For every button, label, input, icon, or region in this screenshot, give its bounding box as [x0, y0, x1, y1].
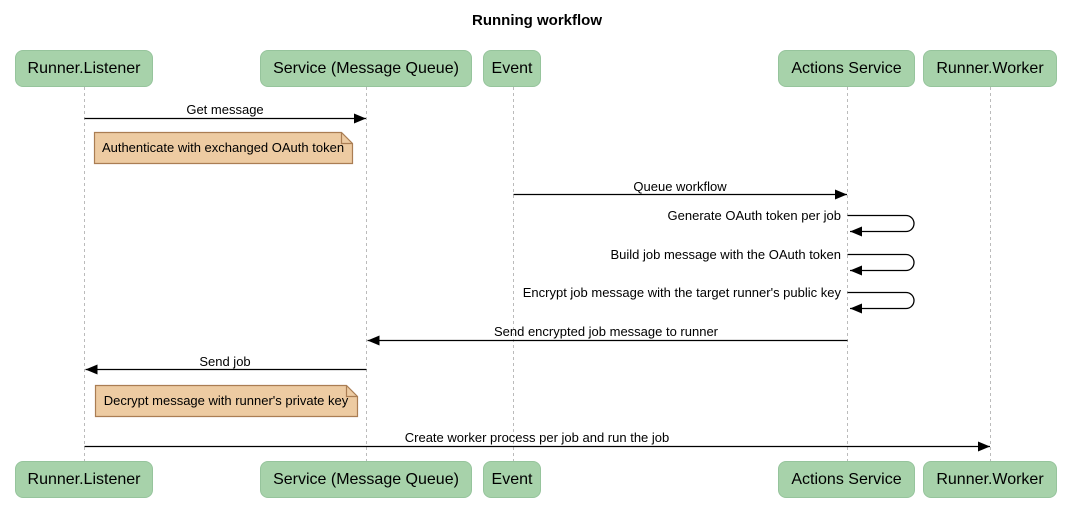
actor-runner-listener-top: Runner.Listener	[15, 50, 153, 87]
actor-runner-worker-bottom: Runner.Worker	[923, 461, 1057, 498]
note-decrypt-fold-icon	[345, 385, 358, 398]
actor-label: Service (Message Queue)	[273, 470, 459, 488]
selfloop-encrypt-job-message	[847, 291, 915, 314]
actor-label: Actions Service	[791, 470, 902, 488]
actor-label: Runner.Listener	[27, 470, 141, 488]
actor-label: Service (Message Queue)	[273, 59, 459, 77]
actor-service-message-queue-top: Service (Message Queue)	[260, 50, 472, 87]
actor-runner-worker-top: Runner.Worker	[923, 50, 1057, 87]
actor-label: Event	[491, 59, 533, 77]
actor-event-top: Event	[483, 50, 541, 87]
actor-label: Event	[491, 470, 533, 488]
message-label-create-worker-process: Create worker process per job and run th…	[404, 430, 670, 445]
note-authenticate-shape	[93, 131, 354, 165]
actor-label: Runner.Worker	[936, 59, 1044, 77]
actor-runner-listener-bottom: Runner.Listener	[15, 461, 153, 498]
message-label-send-encrypted-job-message: Send encrypted job message to runner	[493, 324, 719, 339]
message-label-send-job: Send job	[199, 354, 251, 369]
actor-service-message-queue-bottom: Service (Message Queue)	[260, 461, 472, 498]
actor-actions-service-top: Actions Service	[778, 50, 915, 87]
actor-event-bottom: Event	[483, 461, 541, 498]
message-label-queue-workflow: Queue workflow	[633, 179, 727, 194]
note-authenticate-text: Authenticate with exchanged OAuth token	[101, 140, 345, 155]
selfloop-build-job-message	[847, 253, 915, 276]
message-label-build-job-message: Build job message with the OAuth token	[610, 247, 841, 262]
diagram-title: Running workflow	[472, 12, 602, 29]
actor-label: Runner.Worker	[936, 470, 1044, 488]
note-decrypt-text: Decrypt message with runner's private ke…	[103, 393, 349, 408]
selfloop-generate-oauth-token	[847, 214, 915, 237]
message-label-get-message: Get message	[186, 102, 264, 117]
note-decrypt-shape	[94, 384, 359, 418]
actor-actions-service-bottom: Actions Service	[778, 461, 915, 498]
actor-label: Runner.Listener	[27, 59, 141, 77]
message-label-encrypt-job-message: Encrypt job message with the target runn…	[522, 285, 841, 300]
actor-label: Actions Service	[791, 59, 902, 77]
message-label-generate-oauth-token: Generate OAuth token per job	[667, 208, 841, 223]
note-authenticate-fold-icon	[340, 132, 353, 145]
